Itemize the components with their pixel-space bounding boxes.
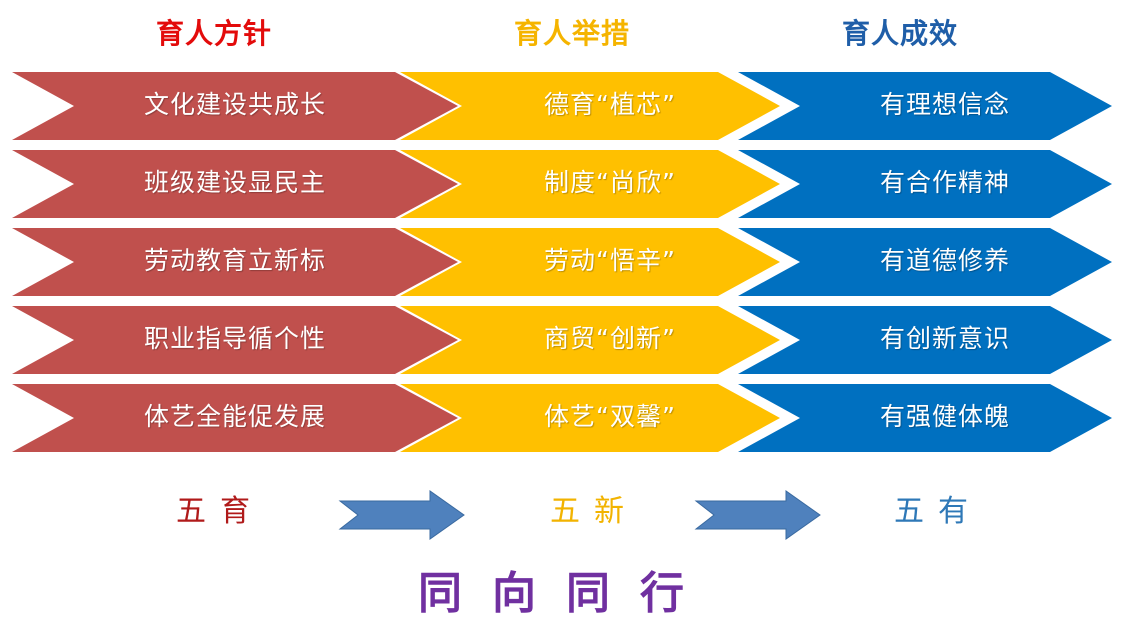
chevron-measure-5 [400, 384, 780, 452]
flow-arrow-1 [338, 490, 465, 540]
chevron-policy-1 [12, 72, 458, 140]
chevron-measure-3 [400, 228, 780, 296]
chevron-policy-4 [12, 306, 458, 374]
cell-result-3: 有道德修养 [879, 246, 1010, 275]
cell-measure-1: 德育“植芯” [544, 90, 676, 119]
cell-result-4: 有创新意识 [879, 324, 1010, 353]
chevron-result-1 [738, 72, 1112, 140]
cell-result-1: 有理想信念 [879, 90, 1010, 119]
footer-five-have: 五有 [894, 494, 982, 529]
cell-measure-5: 体艺“双馨” [544, 402, 676, 431]
cell-measure-4: 商贸“创新” [544, 324, 676, 353]
chevron-measure-2 [400, 150, 780, 218]
cell-measure-2: 制度“尚欣” [544, 168, 676, 197]
cell-measure-3: 劳动“悟辛” [544, 246, 676, 275]
chevron-policy-3 [12, 228, 458, 296]
motto: 同向同行 [418, 568, 714, 619]
chevron-policy-2 [12, 150, 458, 218]
chevron-measure-1 [400, 72, 780, 140]
cell-policy-1: 文化建设共成长 [143, 90, 326, 119]
cell-result-2: 有合作精神 [879, 168, 1010, 197]
flow-arrow-2 [694, 490, 821, 540]
footer-five-education: 五育 [176, 494, 264, 529]
cell-policy-5: 体艺全能促发展 [143, 402, 326, 431]
header-policy: 育人方针 [155, 17, 272, 50]
chevron-measure-4 [400, 306, 780, 374]
footer-five-new: 五新 [550, 494, 638, 529]
cell-policy-2: 班级建设显民主 [143, 168, 326, 197]
cell-result-5: 有强健体魄 [879, 402, 1010, 431]
chevron-result-4 [738, 306, 1112, 374]
chevron-policy-5 [12, 384, 458, 452]
header-measures: 育人举措 [513, 17, 630, 50]
chevron-result-5 [738, 384, 1112, 452]
cell-policy-4: 职业指导循个性 [143, 324, 326, 353]
chevron-result-2 [738, 150, 1112, 218]
cell-policy-3: 劳动教育立新标 [143, 246, 326, 275]
header-results: 育人成效 [841, 17, 958, 50]
chevron-result-3 [738, 228, 1112, 296]
